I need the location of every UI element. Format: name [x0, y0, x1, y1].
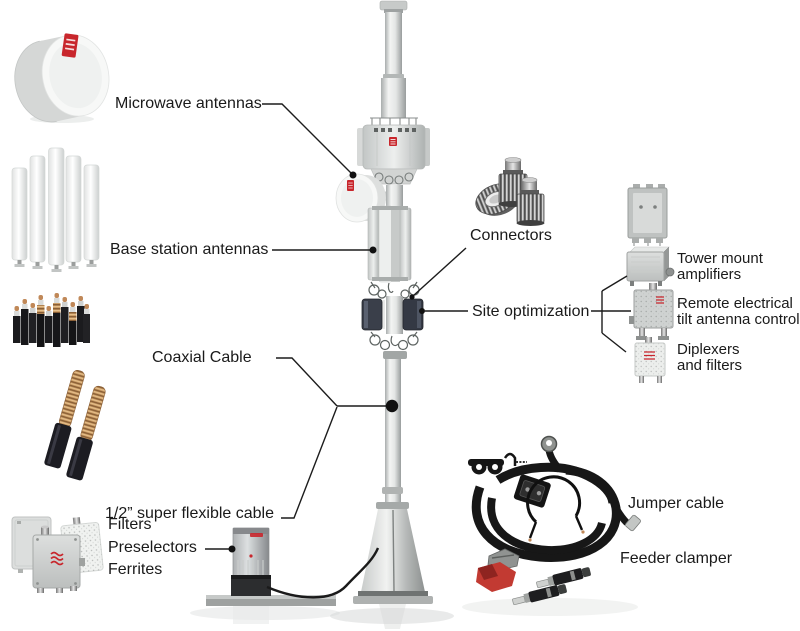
leader-lines: [205, 103, 631, 550]
tower-microwave-drum: [335, 173, 391, 223]
label-ferrites: Ferrites: [108, 561, 163, 578]
label-connectors: Connectors: [470, 227, 552, 244]
label-feeder-clamper: Feeder clamper: [620, 550, 733, 567]
filters-image: [11, 516, 104, 593]
microwave-drum-image: [14, 33, 110, 123]
label-filters: Filters: [108, 516, 152, 533]
label-super-flexible-cable: 1/2” super flexible cable: [105, 505, 274, 522]
label-site-optimization: Site optimization: [472, 303, 590, 320]
diplexer-image: [634, 337, 666, 383]
cable-grip-block: [513, 474, 551, 508]
feeder-clamp-image: [468, 452, 527, 475]
bts-cabinet-image: [206, 527, 380, 606]
jumper-cable-image: [471, 435, 641, 562]
ret-unit-image: [629, 283, 674, 340]
coaxial-cable-bundle-image: [13, 293, 90, 347]
label-base-station-antennas: Base station antennas: [110, 241, 269, 258]
flexible-cable-image: [44, 370, 106, 481]
label-ret-control: Remote electrical tilt antenna control: [677, 295, 800, 328]
label-coaxial-cable: Coaxial Cable: [152, 349, 252, 366]
tower-illustration: [335, 0, 433, 604]
brand-logo-red: [656, 296, 664, 304]
connectors-image: [475, 157, 545, 226]
brand-logo-red: [644, 351, 655, 360]
panel-antennas-image: [11, 147, 100, 272]
label-preselectors: Preselectors: [108, 538, 197, 556]
brand-logo-red: [61, 33, 79, 58]
connector-tool-1: [512, 584, 567, 606]
label-microwave-antennas: Microwave antennas: [115, 95, 262, 112]
amplifier-flat-image: [627, 184, 668, 246]
tower-head-unit: [357, 124, 430, 185]
label-tower-mount-amplifiers: Tower mount amplifiers: [677, 250, 763, 283]
ground-cable: [266, 547, 380, 599]
connector-tool-2: [536, 567, 591, 589]
tower-mount-amplifier-image: [626, 246, 675, 286]
ground-reflections: [190, 598, 638, 629]
label-jumper-cable: Jumper cable: [628, 495, 725, 512]
label-filters-group: Filters Preselectors Ferrites: [108, 514, 197, 582]
brand-logo-red: [50, 551, 64, 566]
tower-railing: [370, 117, 418, 127]
label-diplexers-and-filters: Diplexers and filters: [677, 341, 743, 374]
leader-dots: [228, 171, 425, 553]
tower-jumper-curls-lower: [369, 331, 419, 351]
prep-tools-image: [476, 548, 591, 606]
tower-panel-antennas: [367, 205, 412, 283]
tower-side-units: [361, 296, 424, 334]
